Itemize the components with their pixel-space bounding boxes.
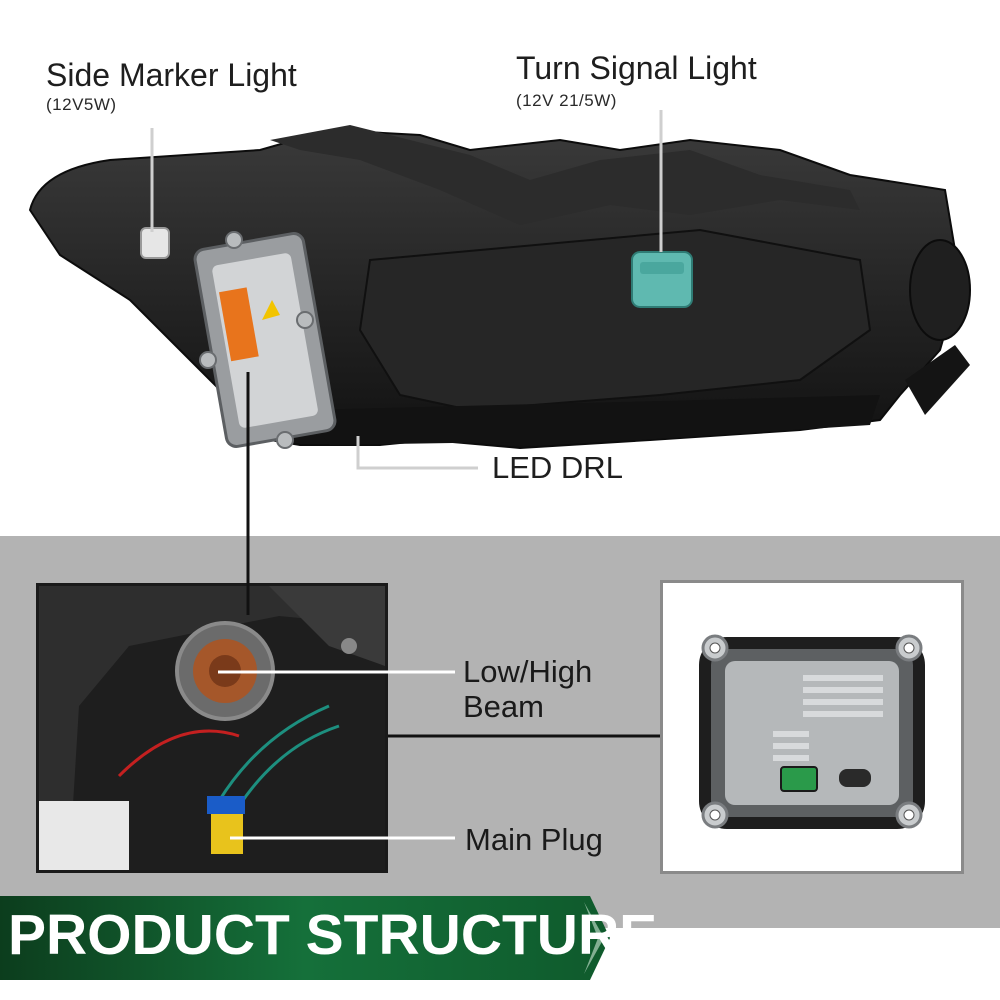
turn-signal-light-spec: (12V 21/5W) (516, 91, 617, 110)
led-drl-label: LED DRL (492, 450, 623, 485)
product-structure-banner (0, 896, 610, 980)
side-marker-light-spec: (12V5W) (46, 95, 117, 114)
bulb-socket-inset (36, 583, 388, 873)
main-plug-label: Main Plug (465, 822, 603, 857)
ballast-photo (663, 583, 961, 871)
turn-signal-light-label: Turn Signal Light (516, 50, 757, 86)
low-high-beam-label-line2: Beam (463, 689, 544, 724)
bulb-socket-photo (39, 586, 385, 870)
low-high-beam-label-line1: Low/High (463, 654, 593, 689)
headlight-back-illustration (28, 110, 971, 470)
ballast-inset (660, 580, 964, 874)
side-marker-light-label: Side Marker Light (46, 57, 297, 93)
product-structure-title: PRODUCT STRUCTURE (8, 903, 658, 967)
